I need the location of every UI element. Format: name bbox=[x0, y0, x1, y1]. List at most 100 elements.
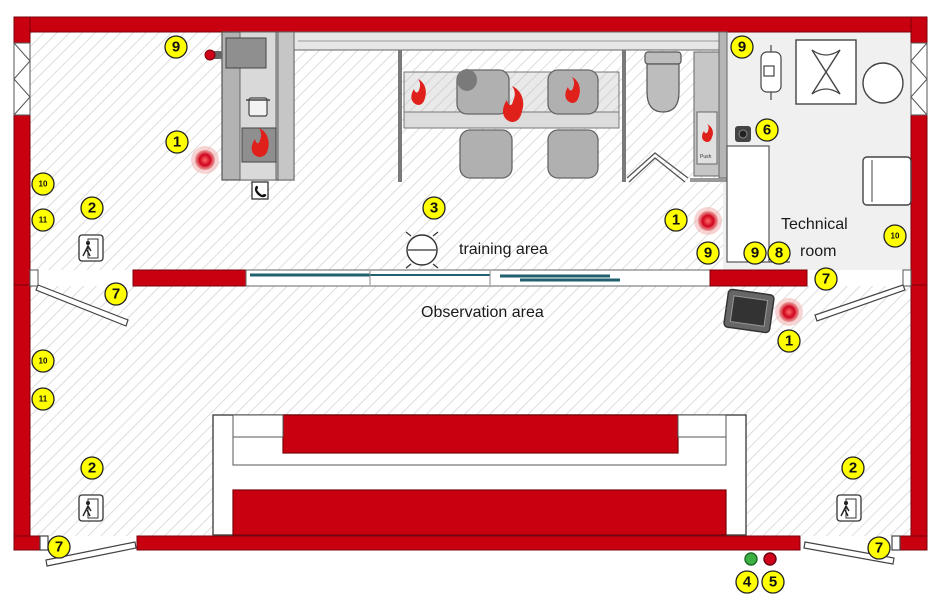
marker-circle bbox=[31, 208, 55, 232]
marker-circle bbox=[755, 118, 779, 142]
marker-circle bbox=[31, 349, 55, 373]
marker-7c: 7 bbox=[47, 535, 71, 559]
marker-number: 7 bbox=[55, 539, 63, 556]
alarm-light-icon bbox=[191, 146, 219, 174]
technical-wall bbox=[718, 31, 728, 179]
camera-icon bbox=[405, 231, 439, 269]
cabin-frame bbox=[398, 50, 626, 182]
label-observation-area: Observation area bbox=[421, 304, 544, 321]
marker-circle bbox=[767, 241, 791, 265]
marker-8: 8 bbox=[767, 241, 791, 265]
marker-number: 2 bbox=[88, 200, 96, 217]
marker-number: 9 bbox=[751, 245, 759, 262]
marker-7a: 7 bbox=[104, 282, 128, 306]
window-left bbox=[13, 42, 31, 116]
door-bottom-left bbox=[39, 535, 137, 567]
alarm-light-icon bbox=[204, 49, 222, 61]
dividing-wall bbox=[29, 269, 912, 287]
technical-base bbox=[690, 178, 727, 182]
marker-circle bbox=[730, 35, 754, 59]
marker-circle bbox=[31, 172, 55, 196]
marker-circle bbox=[743, 241, 767, 265]
marker-11b: 11 bbox=[31, 387, 55, 411]
label-training-area: training area bbox=[459, 241, 548, 258]
marker-number: 4 bbox=[743, 574, 752, 591]
window-right bbox=[910, 42, 928, 116]
marker-circle bbox=[104, 282, 128, 306]
marker-5: 5 bbox=[761, 570, 785, 594]
marker-number: 11 bbox=[39, 216, 48, 225]
ball-object bbox=[457, 69, 477, 91]
marker-2b: 2 bbox=[80, 456, 104, 480]
marker-circle bbox=[664, 208, 688, 232]
marker-1a: 1 bbox=[165, 130, 189, 154]
fire-icon bbox=[251, 128, 269, 157]
marker-number: 7 bbox=[112, 286, 120, 303]
pot-icon bbox=[246, 97, 270, 117]
training-area-floor bbox=[30, 32, 723, 270]
marker-number: 7 bbox=[822, 271, 830, 288]
marker-circle bbox=[696, 241, 720, 265]
marker-10b: 10 bbox=[31, 349, 55, 373]
control-cabinet bbox=[726, 145, 770, 263]
smoke-detector-icon bbox=[735, 126, 751, 142]
marker-circle bbox=[80, 196, 104, 220]
marker-circle bbox=[841, 456, 865, 480]
marker-circle bbox=[735, 570, 759, 594]
marker-circle bbox=[422, 196, 446, 220]
partition-top bbox=[293, 31, 724, 51]
marker-7d: 7 bbox=[867, 536, 891, 560]
monitor-icon bbox=[723, 288, 775, 334]
extinguisher-cabinet: Push bbox=[693, 51, 720, 177]
marker-9c: 9 bbox=[696, 241, 720, 265]
marker-7b: 7 bbox=[814, 267, 838, 291]
marker-number: 11 bbox=[39, 395, 48, 404]
door-bottom-right bbox=[803, 535, 901, 565]
marker-circle bbox=[165, 130, 189, 154]
marker-number: 1 bbox=[672, 212, 680, 229]
marker-1c: 1 bbox=[777, 329, 801, 353]
pressure-sensor-icon bbox=[760, 45, 782, 100]
marker-number: 2 bbox=[88, 460, 96, 477]
observation-desk bbox=[212, 414, 747, 536]
marker-number: 2 bbox=[849, 460, 857, 477]
fire-icons bbox=[411, 77, 580, 122]
observation-glass bbox=[250, 271, 620, 285]
ventilation-fan bbox=[795, 39, 857, 105]
label-technical-room-line2: room bbox=[800, 243, 836, 260]
marker-circle bbox=[883, 224, 907, 248]
marker-1b: 1 bbox=[664, 208, 688, 232]
marker-circle bbox=[761, 570, 785, 594]
marker-9d: 9 bbox=[743, 241, 767, 265]
outer-walls bbox=[13, 16, 928, 551]
marker-10a: 10 bbox=[31, 172, 55, 196]
marker-circle bbox=[814, 267, 838, 291]
emergency-exit-icon bbox=[836, 494, 862, 522]
marker-11a: 11 bbox=[31, 208, 55, 232]
marker-number: 8 bbox=[775, 245, 783, 262]
marker-circle bbox=[777, 329, 801, 353]
marker-circle bbox=[867, 536, 891, 560]
marker-3: 3 bbox=[422, 196, 446, 220]
marker-number: 7 bbox=[875, 540, 883, 557]
marker-4: 4 bbox=[735, 570, 759, 594]
shower-door bbox=[626, 152, 689, 183]
svg-text:Push: Push bbox=[700, 154, 712, 160]
marker-circle bbox=[164, 35, 188, 59]
marker-9a: 9 bbox=[164, 35, 188, 59]
marker-number: 10 bbox=[39, 180, 48, 189]
marker-number: 1 bbox=[785, 333, 793, 350]
ac-unit bbox=[862, 156, 912, 206]
marker-number: 9 bbox=[172, 39, 180, 56]
round-tank bbox=[862, 62, 904, 104]
emergency-exit-icon bbox=[78, 494, 104, 522]
marker-circle bbox=[47, 535, 71, 559]
kitchen-unit bbox=[221, 31, 295, 181]
marker-number: 10 bbox=[891, 232, 900, 241]
marker-number: 6 bbox=[763, 122, 771, 139]
marker-10c: 10 bbox=[883, 224, 907, 248]
alarm-light-icon bbox=[775, 298, 803, 326]
door-technical bbox=[814, 284, 906, 322]
marker-number: 9 bbox=[738, 39, 746, 56]
